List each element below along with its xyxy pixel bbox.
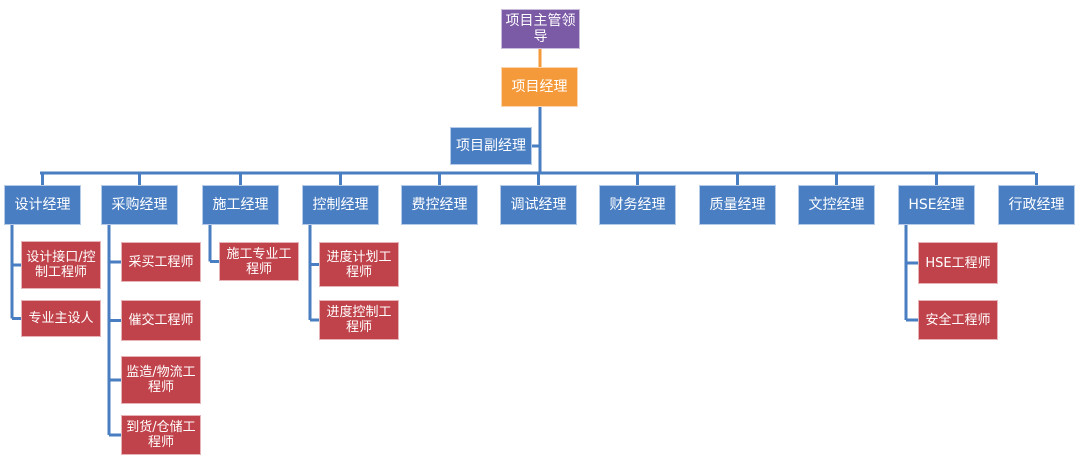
engineer-box: 催交工程师: [121, 300, 201, 341]
manager-box: 费控经理: [401, 185, 478, 225]
manager-box: 财务经理: [599, 185, 676, 225]
deputy-manager-box: 项目副经理: [450, 127, 532, 165]
top-leader-box: 项目主管领导: [501, 9, 580, 49]
engineer-box: 采买工程师: [121, 242, 201, 282]
manager-box: 设计经理: [4, 185, 81, 225]
engineer-box: 进度计划工程师: [319, 242, 399, 287]
manager-box: 控制经理: [302, 185, 379, 225]
engineer-box: 安全工程师: [918, 300, 998, 340]
manager-box: 采购经理: [101, 185, 178, 225]
manager-box: 施工经理: [202, 185, 279, 225]
engineer-box: 施工专业工程师: [219, 242, 299, 281]
engineer-box: 设计接口/控制工程师: [21, 241, 101, 289]
manager-box: 调试经理: [500, 185, 577, 225]
engineer-box: 进度控制工程师: [319, 300, 399, 340]
project-manager-box: 项目经理: [501, 67, 578, 107]
engineer-box: 到货/仓储工程师: [121, 415, 201, 455]
manager-box: 文控经理: [798, 185, 875, 225]
engineer-box: HSE工程师: [918, 242, 998, 284]
engineer-box: 监造/物流工程师: [121, 356, 201, 404]
manager-box: 质量经理: [699, 185, 776, 225]
manager-box: 行政经理: [998, 185, 1075, 225]
manager-box: HSE经理: [898, 185, 975, 225]
engineer-box: 专业主设人: [21, 300, 101, 337]
